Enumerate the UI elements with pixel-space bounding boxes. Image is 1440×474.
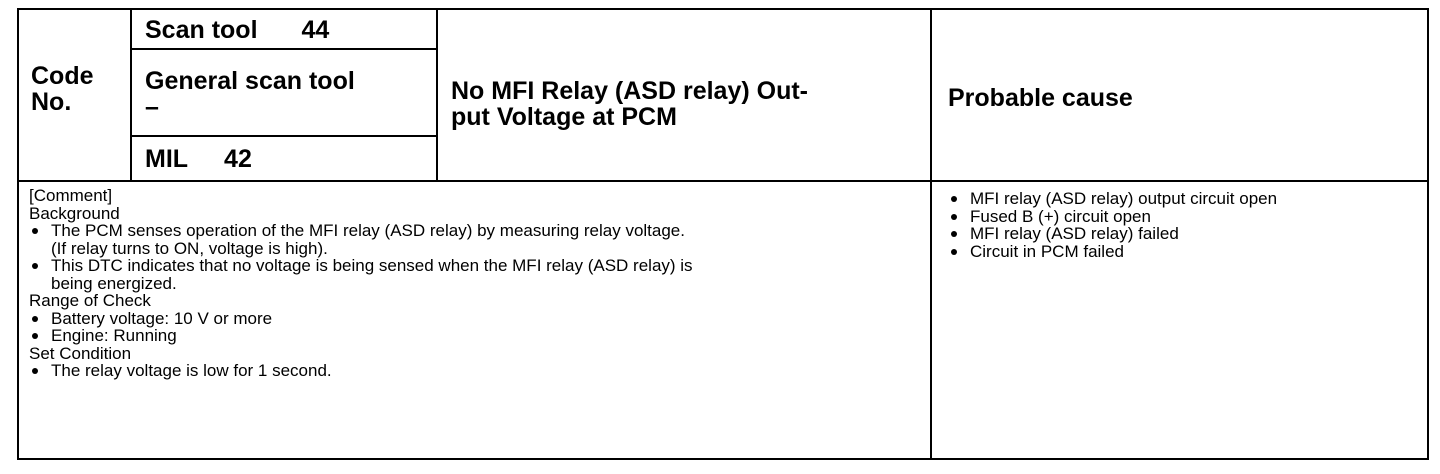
dtc-title: No MFI Relay (ASD relay) Out- put Voltag… — [451, 78, 931, 130]
list-item-text: Engine: Running — [51, 326, 177, 345]
list-item: MFI relay (ASD relay) output circuit ope… — [948, 190, 1428, 208]
title-line-2: put Voltage at PCM — [451, 103, 677, 131]
range-heading: Range of Check — [29, 291, 151, 310]
comment-section: [Comment] Background The PCM senses oper… — [29, 187, 929, 380]
list-item-text: MFI relay (ASD relay) failed — [970, 224, 1179, 243]
list-item: Battery voltage: 10 V or more — [29, 308, 929, 328]
title-line-1: No MFI Relay (ASD relay) Out- — [451, 77, 808, 105]
divider — [19, 180, 1429, 182]
list-item-text: Fused B (+) circuit open — [970, 206, 1151, 226]
general-scan-tool-row: General scan tool – — [145, 68, 445, 120]
list-item: Engine: Running — [29, 327, 929, 345]
probable-cause-header: Probable cause — [948, 84, 1133, 112]
background-heading: Background — [29, 203, 120, 223]
comment-heading: [Comment] — [29, 186, 113, 205]
list-item: MFI relay (ASD relay) failed — [948, 225, 1428, 243]
list-item: Fused B (+) circuit open — [948, 206, 1428, 226]
divider — [130, 48, 438, 50]
divider — [130, 135, 438, 137]
scan-tool-label: Scan tool — [145, 16, 258, 44]
scan-tool-row: Scan tool 44 — [145, 17, 445, 43]
code-no-header: Code No. — [31, 63, 131, 115]
set-condition-heading: Set Condition — [29, 343, 132, 363]
mil-label: MIL — [145, 145, 189, 173]
list-item-text: MFI relay (ASD relay) output circuit ope… — [970, 189, 1278, 208]
divider — [436, 10, 438, 182]
code-label: Code — [31, 62, 94, 90]
list-item: The PCM senses operation of the MFI rela… — [29, 222, 929, 240]
no-label: No. — [31, 88, 72, 116]
list-item-text: This DTC indicates that no voltage is be… — [51, 256, 693, 275]
list-item: This DTC indicates that no voltage is be… — [29, 257, 929, 275]
divider — [930, 10, 932, 460]
list-item: Circuit in PCM failed — [948, 241, 1428, 261]
list-item-continuation: being energized. — [51, 273, 177, 293]
list-item-text: Circuit in PCM failed — [970, 241, 1124, 261]
list-item-text: Battery voltage: 10 V or more — [51, 308, 273, 328]
dtc-table: Code No. Scan tool 44 General scan tool –… — [17, 8, 1429, 460]
scan-tool-value: 44 — [301, 16, 330, 44]
list-item-text: The PCM senses operation of the MFI rela… — [51, 221, 685, 240]
mil-value: 42 — [224, 145, 252, 173]
list-item-continuation: (If relay turns to ON, voltage is high). — [51, 238, 328, 258]
probable-cause-list: MFI relay (ASD relay) output circuit ope… — [948, 190, 1428, 260]
general-scan-tool-label: General scan tool — [145, 67, 355, 95]
general-scan-tool-value: – — [145, 93, 159, 121]
mil-row: MIL 42 — [145, 146, 445, 172]
list-item: The relay voltage is low for 1 second. — [29, 362, 929, 380]
list-item-text: The relay voltage is low for 1 second. — [51, 361, 332, 380]
divider — [130, 10, 132, 182]
